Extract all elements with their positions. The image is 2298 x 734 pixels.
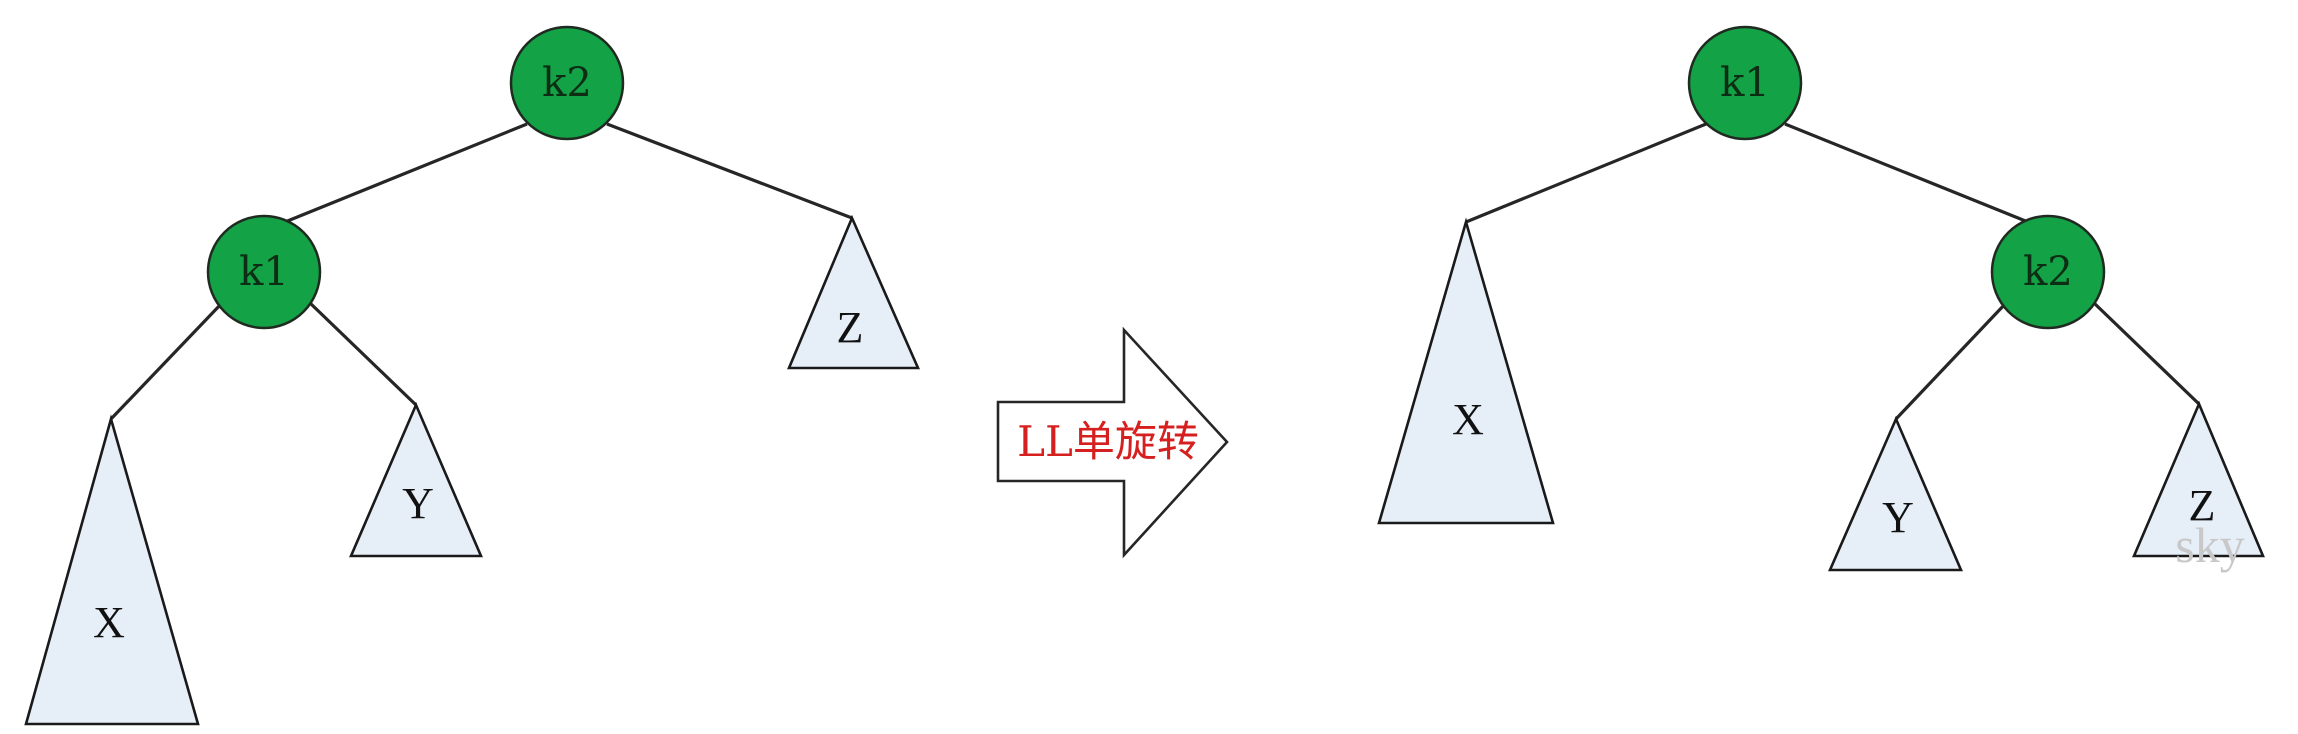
edge-k2-k1 — [284, 122, 528, 224]
after-tree: X Y Z k1 k2 — [1377, 25, 2265, 572]
edge-k1-y — [308, 301, 418, 407]
node-k1-after: k1 — [1687, 25, 1803, 141]
edge-k1-x-after — [1465, 122, 1707, 224]
subtree-z: Z — [787, 214, 920, 370]
subtree-z-after-label: Z — [2189, 481, 2216, 530]
subtree-y-after-label: Y — [1882, 493, 1914, 542]
subtree-x-label: X — [93, 598, 125, 647]
subtree-z-after: Z — [2132, 400, 2265, 558]
node-k1: k1 — [206, 214, 322, 330]
subtree-y: Y — [349, 401, 483, 558]
node-k2-after: k2 — [1990, 214, 2106, 330]
before-tree: X Y Z k2 k1 — [24, 25, 920, 726]
edge-k1-x — [109, 301, 224, 421]
edge-k1-k2-after — [1784, 122, 2029, 224]
subtree-y-after: Y — [1828, 415, 1963, 572]
subtree-x-after: X — [1377, 217, 1555, 525]
edge-k2-z-after — [2092, 301, 2201, 406]
subtree-z-label: Z — [837, 303, 864, 352]
node-k1-after-label: k1 — [1720, 60, 1770, 106]
node-k2-label: k2 — [542, 60, 592, 106]
node-k1-label: k1 — [239, 249, 289, 295]
rotation-label: LL单旋转 — [1017, 417, 1199, 466]
right-arrow-icon — [996, 326, 1229, 559]
edge-k2-z — [606, 122, 853, 220]
node-k2-after-label: k2 — [2023, 249, 2073, 295]
subtree-y-label: Y — [402, 479, 434, 528]
watermark-text: sky — [2175, 517, 2244, 573]
subtree-x: X — [24, 414, 200, 726]
edge-k2-y-after — [1894, 301, 2008, 421]
subtree-x-after-label: X — [1452, 395, 1484, 444]
node-k2: k2 — [509, 25, 625, 141]
rotation-arrow: LL单旋转 — [996, 326, 1229, 559]
